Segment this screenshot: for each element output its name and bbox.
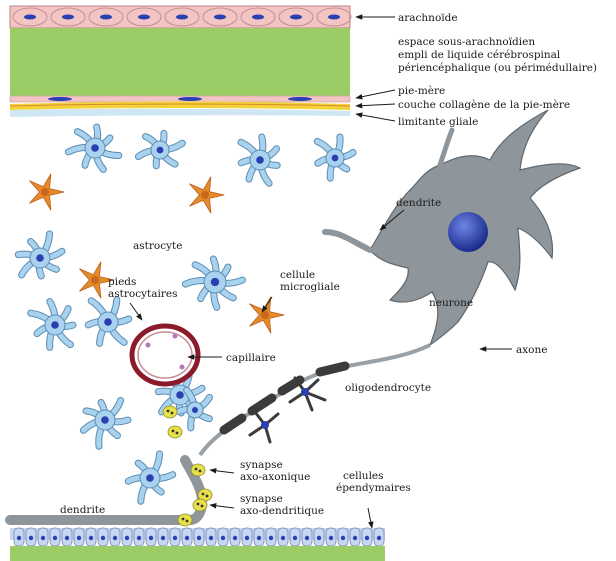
arachnoid-nucleus bbox=[100, 14, 112, 20]
arachnoid-nucleus bbox=[62, 14, 74, 20]
neuron-nucleus bbox=[448, 212, 488, 252]
synapse-bouton bbox=[190, 463, 206, 477]
microglia-group bbox=[29, 173, 285, 334]
pia-nucleus bbox=[178, 97, 202, 101]
astrocyte-cell bbox=[84, 296, 133, 347]
label-limitante-gliale: limitante gliale bbox=[398, 116, 478, 128]
neuron bbox=[198, 109, 582, 457]
synapse-bouton bbox=[167, 425, 183, 439]
arachnoid-cell bbox=[50, 7, 86, 27]
astrocyte-cell bbox=[237, 133, 281, 187]
microglia-cell bbox=[189, 176, 225, 214]
label-synapse-axo-axonique-1: synapse bbox=[240, 459, 283, 471]
label-synapse-axo-axonique-2: axo-axonique bbox=[240, 471, 310, 483]
arachnoid-cell bbox=[12, 7, 48, 27]
pia-mater-layer bbox=[9, 95, 351, 117]
microglia-cell bbox=[249, 296, 285, 334]
myelin-sheath bbox=[219, 361, 350, 435]
label-espace-2: empli de liquide cérébrospinal bbox=[398, 49, 561, 61]
label-couche-collagene: couche collagène de la pie-mère bbox=[398, 99, 570, 111]
capillary bbox=[129, 323, 201, 387]
arachnoid-cell bbox=[88, 7, 124, 27]
synapse-bouton bbox=[192, 498, 208, 512]
myelin-segment bbox=[315, 361, 350, 377]
label-cellules-ependymaires-1: cellules bbox=[343, 470, 384, 482]
arachnoid-cell bbox=[278, 7, 314, 27]
label-oligodendrocyte: oligodendrocyte bbox=[345, 382, 431, 394]
arachnoid-cell bbox=[164, 7, 200, 27]
pia-nucleus bbox=[48, 97, 72, 101]
arachnoid-cell bbox=[240, 7, 276, 27]
label-axone: axone bbox=[516, 344, 547, 356]
subarachnoid-space bbox=[10, 28, 350, 96]
pia-nucleus bbox=[288, 97, 312, 101]
label-neurone: neurone bbox=[429, 297, 473, 309]
astrocyte-cell bbox=[14, 230, 66, 280]
myelin-segment bbox=[219, 413, 247, 435]
arachnoid-cell bbox=[316, 7, 352, 27]
label-pieds-1: pieds bbox=[108, 276, 136, 288]
arachnoid-nucleus bbox=[138, 14, 150, 20]
arachnoid-nucleus bbox=[24, 14, 36, 20]
label-dendrite-top: dendrite bbox=[396, 197, 441, 209]
label-microgliale-1: cellule bbox=[280, 269, 315, 281]
arachnoid-layer bbox=[9, 5, 352, 29]
astrocyte-cell bbox=[175, 386, 214, 432]
label-pieds-2: astrocytaires bbox=[108, 288, 177, 300]
label-pie-mere: pie-mère bbox=[398, 85, 445, 97]
arachnoid-nucleus bbox=[214, 14, 226, 20]
label-synapse-axo-dendritique-1: synapse bbox=[240, 493, 283, 505]
arachnoid-nucleus bbox=[290, 14, 302, 20]
label-astrocyte: astrocyte bbox=[133, 240, 182, 252]
bottom-dendrite bbox=[5, 455, 207, 525]
arachnoid-nucleus bbox=[328, 14, 340, 20]
microglia-cell bbox=[79, 261, 115, 299]
astrocyte-cell bbox=[27, 298, 77, 351]
label-dendrite-bottom: dendrite bbox=[60, 504, 105, 516]
synapse-bouton bbox=[177, 513, 193, 527]
arachnoid-nucleus bbox=[176, 14, 188, 20]
label-arachnoide: arachnoïde bbox=[398, 12, 458, 24]
oligodendrocyte bbox=[248, 376, 327, 444]
label-synapse-axo-dendritique-2: axo-dendritique bbox=[240, 505, 324, 517]
astrocyte-cell bbox=[64, 123, 123, 173]
label-espace-1: espace sous-arachnoïdien bbox=[398, 36, 535, 48]
synapse-group bbox=[162, 405, 213, 527]
label-cellules-ependymaires-2: épendymaires bbox=[336, 482, 411, 494]
arachnoid-nucleus bbox=[252, 14, 264, 20]
astrocyte-cell bbox=[181, 255, 246, 311]
label-arrows bbox=[129, 14, 512, 529]
label-microgliale-2: microgliale bbox=[280, 281, 340, 293]
astrocyte-cell bbox=[134, 129, 186, 170]
arachnoid-cell bbox=[126, 7, 162, 27]
astrocyte-cell bbox=[124, 450, 177, 505]
ependymal-layer bbox=[10, 527, 385, 561]
synapse-bouton bbox=[162, 405, 178, 419]
astrocyte-group bbox=[14, 123, 357, 505]
microglia-cell bbox=[29, 173, 65, 211]
label-espace-3: périencéphalique (ou périmédullaire) bbox=[398, 62, 597, 74]
label-capillaire: capillaire bbox=[226, 352, 276, 364]
astrocyte-cell bbox=[79, 396, 132, 450]
myelin-segment bbox=[247, 393, 277, 416]
astrocyte-cell bbox=[313, 133, 357, 182]
arachnoid-cell bbox=[202, 7, 238, 27]
